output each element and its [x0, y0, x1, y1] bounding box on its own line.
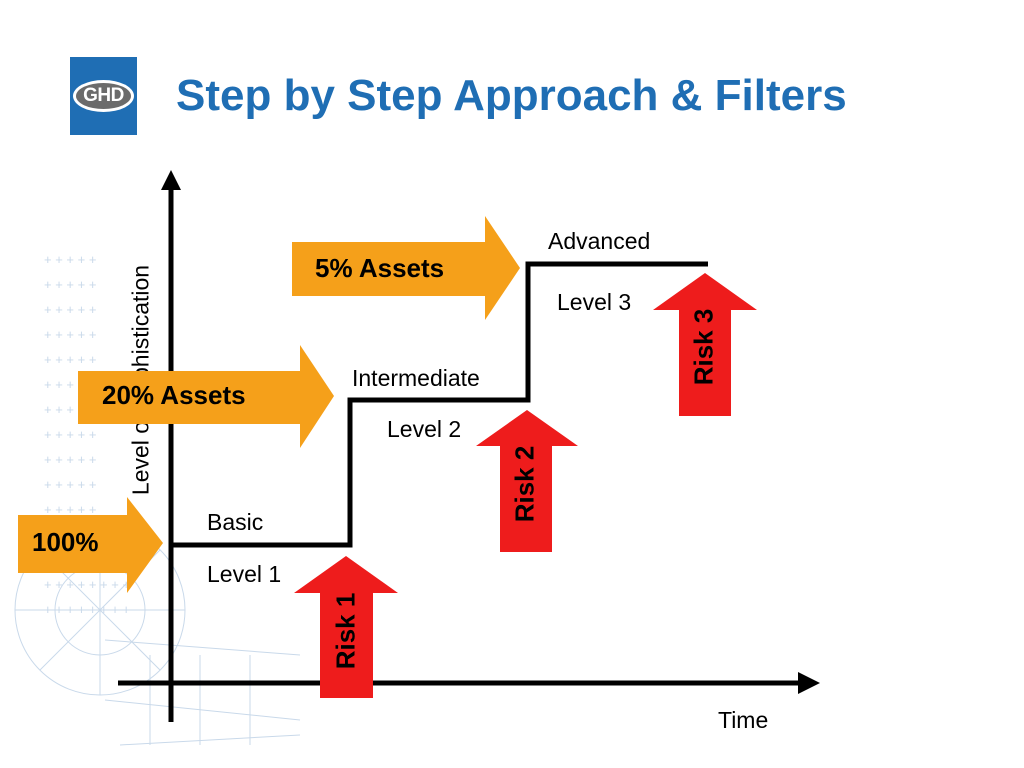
filter-arrow-5 [292, 216, 520, 320]
filter-label-100: 100% [32, 527, 99, 557]
risk-arrow-2 [476, 410, 578, 552]
step-level-3: Level 3 [557, 289, 632, 315]
step-name-intermediate: Intermediate [352, 365, 480, 391]
step-level-1: Level 1 [207, 561, 282, 587]
svg-text:+ + + + + + + +: + + + + + + + + [44, 602, 130, 617]
svg-text:+ + + + +: + + + + + [44, 327, 96, 342]
filter-label-20: 20% Assets [102, 380, 246, 410]
svg-text:+ + + + +: + + + + + [44, 277, 96, 292]
svg-text:+ + + + +: + + + + + [44, 502, 96, 517]
logo-text: GHD [76, 83, 131, 109]
risk-label-3: Risk 3 [688, 308, 719, 386]
ghd-logo: GHD [70, 57, 137, 135]
step-name-advanced: Advanced [548, 228, 651, 254]
risk-label-2: Risk 2 [509, 445, 540, 523]
x-axis-arrowhead [798, 672, 820, 694]
svg-text:+ + + + +: + + + + + [44, 477, 96, 492]
svg-text:+ + + + +: + + + + + [44, 452, 96, 467]
svg-text:+ + + + +: + + + + + [44, 352, 96, 367]
step-level-2: Level 2 [387, 416, 462, 442]
svg-text:+ + + + +: + + + + + [44, 252, 96, 267]
svg-text:+ + + + + + + +: + + + + + + + + [44, 577, 130, 592]
step-name-basic: Basic [207, 509, 264, 535]
svg-text:+ + + + +: + + + + + [44, 302, 96, 317]
x-axis-label: Time [718, 707, 769, 733]
filter-arrow-20 [78, 345, 334, 448]
slide-title: Step by Step Approach & Filters [176, 71, 847, 120]
risk-arrow-3 [653, 273, 757, 416]
step-line [171, 261, 708, 548]
filter-label-5: 5% Assets [315, 253, 445, 283]
svg-text:+ + + + +: + + + + + [44, 427, 96, 442]
risk-label-1: Risk 1 [330, 592, 361, 670]
y-axis-arrowhead [161, 170, 181, 190]
filter-arrow-100 [18, 497, 163, 593]
risk-arrow-1 [294, 556, 398, 698]
logo-oval: GHD [73, 80, 134, 112]
